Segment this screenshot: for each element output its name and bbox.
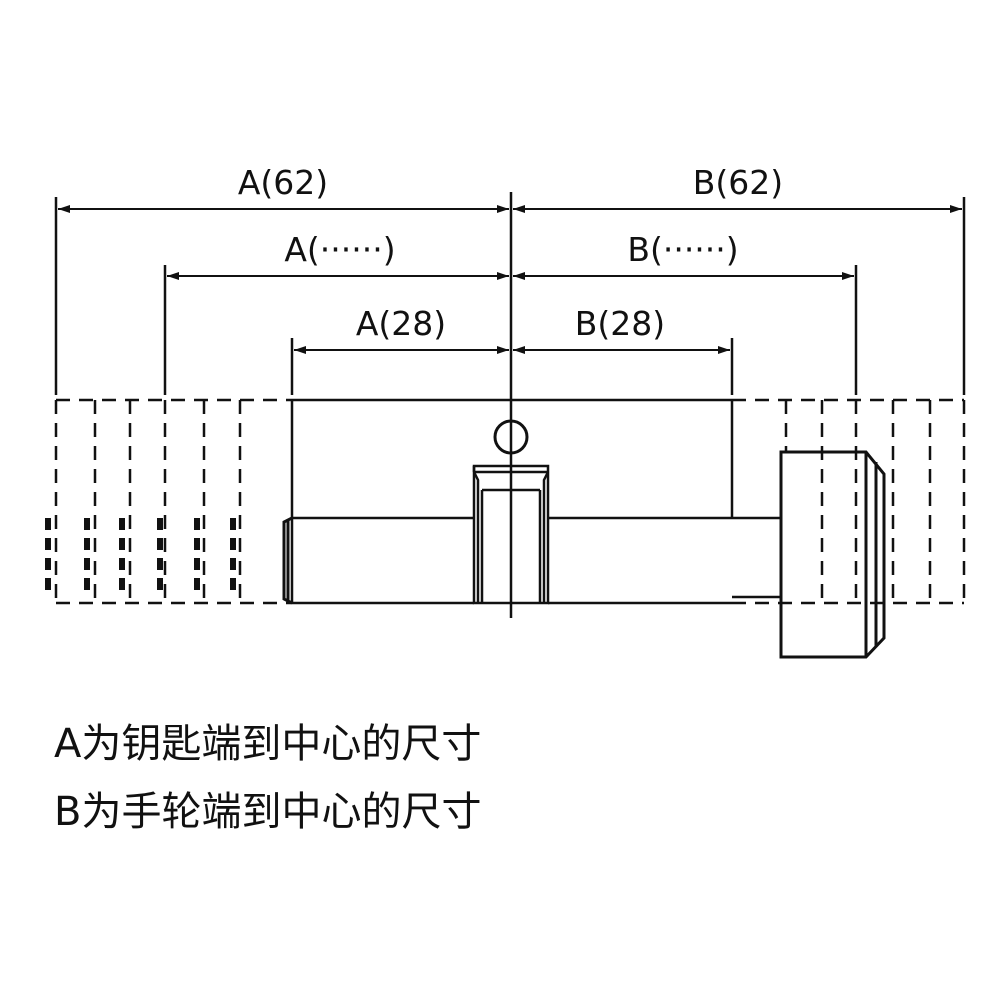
dim-label-a-variable: A(······) <box>284 230 395 269</box>
dim-label-a-full: A(62) <box>238 163 328 202</box>
screw-hole-circle <box>493 419 529 455</box>
thumb-turn-knob <box>779 450 886 659</box>
cam-housing <box>472 464 550 605</box>
key-end-face <box>282 516 293 605</box>
dim-label-b-variable: B(······) <box>627 230 738 269</box>
extension-lines <box>54 197 966 395</box>
legend-a-note: A为钥匙端到中心的尺寸 <box>54 721 482 767</box>
dimension-lines <box>58 205 962 354</box>
thumb-turn-shaft <box>732 516 781 599</box>
cylinder-body <box>290 398 734 605</box>
key-end-steps <box>45 518 236 592</box>
legend-b-note: B为手轮端到中心的尺寸 <box>54 789 482 835</box>
dashed-extension-outline <box>54 398 966 605</box>
dim-label-b-full: B(62) <box>693 163 783 202</box>
dim-label-a-short: A(28) <box>356 304 446 343</box>
dim-label-b-short: B(28) <box>575 304 665 343</box>
